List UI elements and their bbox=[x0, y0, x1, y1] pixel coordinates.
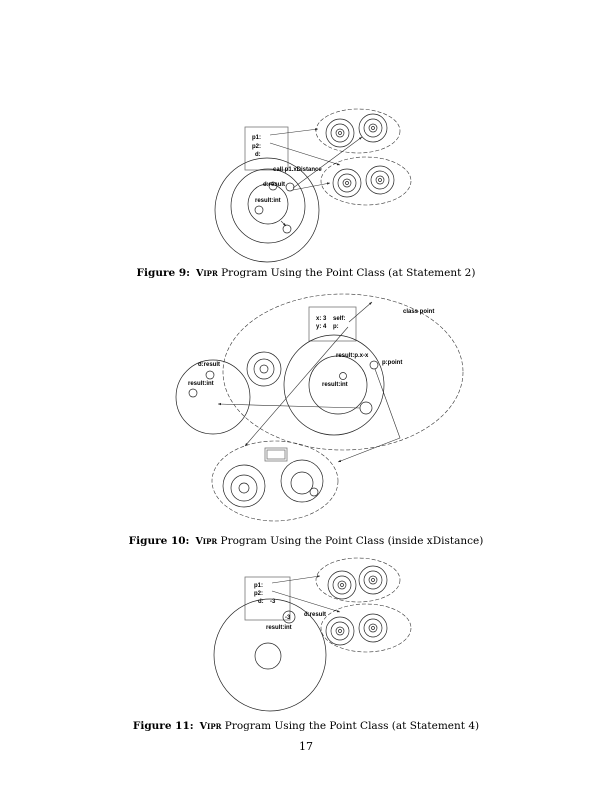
instance-ring bbox=[358, 565, 388, 595]
page-number: 17 bbox=[299, 740, 313, 753]
figure-11-diagram: p1: p2: d: -3 -3 d:result result:int bbox=[213, 557, 412, 712]
instance-ring bbox=[363, 570, 383, 590]
figure-10-caption: Figure 10:Vipr Program Using the Point C… bbox=[128, 535, 484, 547]
label-d: d: bbox=[258, 599, 264, 605]
outer-scope-circle bbox=[214, 157, 320, 263]
call-scope-circle bbox=[230, 168, 306, 244]
label-p2: p2: bbox=[252, 144, 261, 150]
instance-ring bbox=[332, 168, 362, 198]
instance-ring bbox=[368, 623, 378, 633]
label-p1: p1: bbox=[254, 583, 263, 589]
label-result-left: result:int bbox=[188, 381, 214, 387]
label-p: p: bbox=[333, 324, 339, 330]
instance-ring bbox=[335, 626, 345, 636]
label-result: result:int bbox=[255, 198, 281, 204]
instance-ring bbox=[358, 113, 388, 143]
label-self: self: bbox=[333, 316, 345, 322]
instance-ring bbox=[368, 575, 378, 585]
instance-ring bbox=[375, 175, 385, 185]
instance-ring bbox=[371, 126, 375, 130]
instance-ring bbox=[370, 170, 390, 190]
label-p1: p1: bbox=[252, 135, 261, 141]
instance-ring bbox=[342, 178, 352, 188]
instance-ring bbox=[345, 181, 349, 185]
instance-ring bbox=[335, 128, 345, 138]
label-dresult: d:result bbox=[263, 182, 285, 188]
label-call: call p1.xDistance bbox=[273, 167, 322, 173]
figure-11-caption: Figure 11:Vipr Program Using the Point C… bbox=[132, 720, 480, 732]
label-dresult: d:result bbox=[304, 612, 326, 618]
label-circle-value: -3 bbox=[285, 615, 291, 621]
label-result-expr: result:p.x-x bbox=[336, 353, 369, 359]
label-x: x: 3 bbox=[316, 316, 327, 322]
object-instances bbox=[325, 113, 395, 646]
instance-ring bbox=[330, 123, 350, 143]
class-point-ellipse bbox=[222, 293, 464, 451]
label-y: y: 4 bbox=[316, 324, 327, 330]
instance-ring bbox=[327, 570, 357, 600]
label-dresult: d:result bbox=[198, 362, 220, 368]
instance-ring bbox=[325, 616, 355, 646]
instance-ring bbox=[363, 618, 383, 638]
instance-ring bbox=[371, 578, 375, 582]
instance-ring bbox=[330, 621, 350, 641]
instance-ring bbox=[338, 131, 342, 135]
instance-ring bbox=[363, 118, 383, 138]
method-scope-circle bbox=[247, 183, 289, 225]
instance-ring bbox=[365, 165, 395, 195]
instance-ring bbox=[338, 629, 342, 633]
instance-ring bbox=[340, 583, 344, 587]
instance-ring bbox=[325, 118, 355, 148]
figure-9-caption: Figure 9:Vipr Program Using the Point Cl… bbox=[136, 267, 476, 279]
instance-ring bbox=[378, 178, 382, 182]
label-p2: p2: bbox=[254, 591, 263, 597]
instance-ring bbox=[358, 613, 388, 643]
label-d-value: -3 bbox=[270, 599, 276, 605]
instance-ring bbox=[332, 575, 352, 595]
label-result: result:int bbox=[266, 625, 292, 631]
label-ppoint: p:point bbox=[382, 360, 402, 366]
instance-ring bbox=[337, 580, 347, 590]
label-class-point: class point bbox=[403, 309, 434, 315]
instance-ring bbox=[337, 173, 357, 193]
label-result-inner: result:int bbox=[322, 382, 348, 388]
label-d: d: bbox=[255, 152, 261, 158]
figure-10-diagram: x: 3 y: 4 self: p: class point result:p.… bbox=[175, 293, 464, 522]
instance-ring bbox=[371, 626, 375, 630]
instance-ring bbox=[368, 123, 378, 133]
figure-9-diagram: p1: p2: d: call p1.xDistance d:result re… bbox=[214, 108, 412, 263]
